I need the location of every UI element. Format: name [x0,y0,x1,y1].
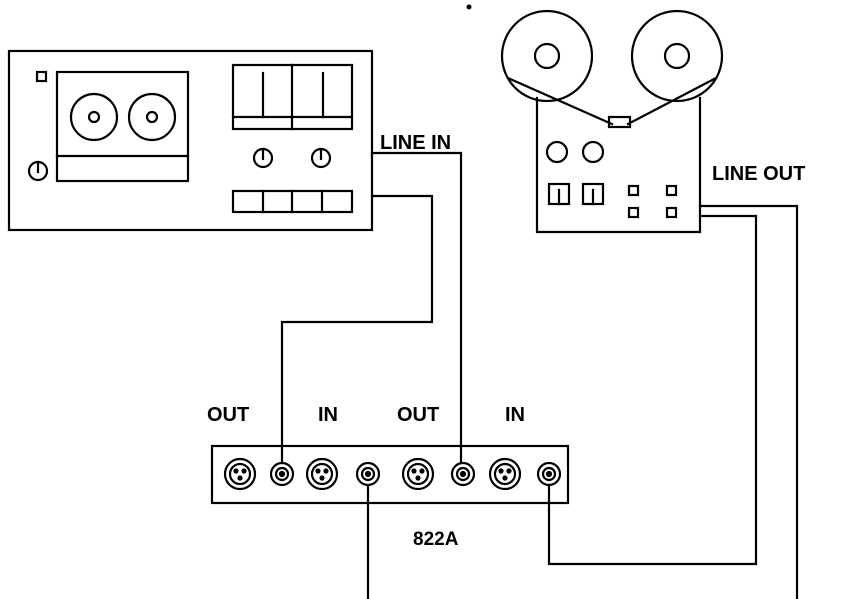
tape-head [607,115,632,129]
interface-unit [210,444,570,505]
out-label-1: OUT [207,404,249,426]
xlr-jack-out-2 [401,457,435,491]
rca-jack-in-1 [355,461,381,487]
cable-reel-line-out [547,214,758,566]
power-indicator [35,70,48,83]
takeup-reel [630,9,724,103]
cable-reel-line-out-2 [698,204,799,599]
rca-jack-out-1 [269,461,295,487]
model-label: 822A [413,529,459,550]
in-label-1: IN [318,404,338,426]
cassette-reel-left [69,92,119,142]
xlr-jack-in-1 [305,457,339,491]
tape-path-right [626,76,718,126]
cable-deck-out [280,194,434,465]
cassette-deck [7,49,374,232]
xlr-jack-in-2 [488,457,522,491]
stray-dot [466,4,472,10]
out-label-2: OUT [397,404,439,426]
cassette-deck-body [7,49,374,232]
line-in-label: LINE IN [380,132,451,154]
rca-jack-in-2 [536,461,562,487]
tape-path-left [506,76,614,126]
cassette-window [55,70,190,183]
meter-knob-2 [581,140,605,164]
rca-jack-out-2 [450,461,476,487]
xlr-jack-out-1 [223,457,257,491]
reel-to-reel-recorder [500,9,724,234]
cassette-reel-right [127,92,177,142]
supply-reel [500,9,594,103]
interface-panel [210,444,570,505]
meter-knob-1 [545,140,569,164]
line-out-label: LINE OUT [712,163,805,185]
reel-to-reel-body [535,96,702,234]
cable-deck-line-in [370,151,463,465]
in-label-2: IN [505,404,525,426]
